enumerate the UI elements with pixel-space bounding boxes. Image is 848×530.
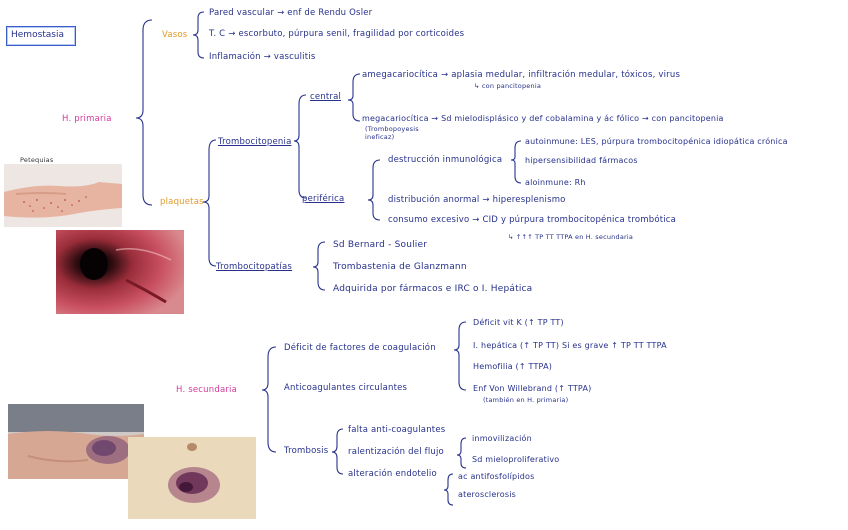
flujo-item-2: Sd mieloproliferativo [472,455,559,465]
amegacariocitica-note: ↳ con pancitopenia [474,82,541,90]
plaquetas-label: plaquetas [160,197,204,207]
endoscopy-photo [56,230,184,314]
trombocitopatia-item-1: Sd Bernard - Soulier [333,240,427,250]
trombocitopenia-label: Trombocitopenia [218,137,291,147]
destruccion-item-1: autoinmune: LES, púrpura trombocitopénic… [525,137,788,147]
flujo-item-1: inmovilización [472,434,532,444]
vasos-label: Vasos [162,30,187,40]
megacariocitica-note: (Trombopoyesis ineficaz) [365,125,445,141]
vasos-item-2: T. C → escorbuto, púrpura senil, fragili… [209,29,464,39]
abdomen-bruise-photo [128,437,256,519]
periferica-label: periférica [302,194,344,204]
petequias-caption: Petequias [20,156,53,164]
trombosis-item-2: ralentización del flujo [348,447,444,457]
deficit-label: Déficit de factores de coagulación [284,343,436,353]
deficit-note: (también en H. primaria) [483,396,568,404]
arm-bruise-photo [8,404,144,479]
trombosis-item-1: falta anti-coagulantes [348,425,445,435]
central-label: central [310,92,341,102]
amegacariocitica-text: amegacariocítica → aplasia medular, infi… [362,70,680,80]
deficit-item-4: Enf Von Willebrand (↑ TTPA) [473,384,591,394]
vasos-item-1: Pared vascular → enf de Rendu Osler [209,8,372,18]
petequias-leg-photo [4,164,122,227]
deficit-item-2: I. hepática (↑ TP TT) Si es grave ↑ TP T… [473,341,667,351]
consumo-text: consumo excesivo → CID y púrpura tromboc… [388,215,676,225]
endotelio-item-1: ac antifosfolípidos [458,472,534,482]
trombosis-label: Trombosis [284,446,328,456]
megacariocitica-text: megacariocítica → Sd mielodisplásico y d… [362,114,724,124]
trombocitopatia-item-2: Trombastenia de Glanzmann [333,262,467,272]
trombocitopatias-label: Trombocitopatías [216,262,292,272]
vasos-item-3: Inflamación → vasculitis [209,52,315,62]
distribucion-text: distribución anormal → hiperesplenismo [388,195,566,205]
trombosis-item-3: alteración endotelio [348,469,437,479]
trombocitopatia-item-3: Adquirida por fármacos e IRC o I. Hepáti… [333,284,532,294]
consumo-note: ↳ ↑↑↑ TP TT TTPA en H. secundaria [508,233,633,241]
destruccion-item-3: aloinmune: Rh [525,178,586,188]
secundaria-label: H. secundaria [176,385,237,395]
deficit-item-1: Déficit vit K (↑ TP TT) [473,318,564,328]
endotelio-item-2: aterosclerosis [458,490,516,500]
primaria-label: H. primaria [62,114,112,124]
anticoagulantes-label: Anticoagulantes circulantes [284,383,407,393]
destruccion-label: destrucción inmunológica [388,155,502,165]
deficit-item-3: Hemofilia (↑ TTPA) [473,362,552,372]
destruccion-item-2: hipersensibilidad fármacos [525,156,638,166]
